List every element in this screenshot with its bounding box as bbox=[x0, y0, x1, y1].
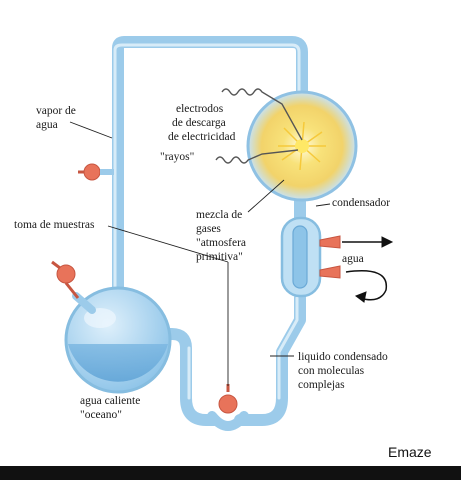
sampling-valve-upper bbox=[78, 163, 114, 181]
label-liquid-line3: complejas bbox=[298, 379, 345, 391]
label-rays: "rayos" bbox=[160, 151, 194, 163]
label-electrodes-line1: electrodos bbox=[176, 103, 224, 115]
label-gas-line1: mezcla de bbox=[196, 209, 242, 221]
label-vapor-line2: agua bbox=[36, 119, 58, 131]
bottom-bar bbox=[0, 466, 461, 480]
label-gas-line2: gases bbox=[196, 223, 221, 235]
water-flow-arrows bbox=[342, 236, 394, 303]
label-gas-line4: primitiva" bbox=[196, 251, 243, 263]
label-gas-line3: "atmosfera bbox=[196, 237, 246, 249]
side-arm bbox=[51, 260, 96, 314]
diagram-labels: vapor de agua electrodos de descarga de … bbox=[14, 103, 390, 421]
electrode-wires bbox=[215, 88, 303, 164]
watermark: Emaze bbox=[388, 444, 432, 460]
label-sampling: toma de muestras bbox=[14, 219, 95, 231]
label-water: agua bbox=[342, 253, 364, 265]
sampling-valve-trap bbox=[207, 384, 249, 431]
label-ocean-line2: "oceano" bbox=[80, 409, 122, 421]
tube-highlights bbox=[113, 43, 301, 400]
label-liquid-line2: con moleculas bbox=[298, 365, 365, 377]
spark-chamber-flask bbox=[246, 90, 358, 202]
leader-lines bbox=[69, 121, 331, 386]
label-electrodes-line2: de descarga bbox=[172, 117, 226, 129]
label-electrodes-line3: de electricidad bbox=[168, 131, 236, 143]
condenser bbox=[280, 216, 341, 298]
label-liquid-line1: liquido condensado bbox=[298, 351, 388, 363]
label-ocean-line1: agua caliente bbox=[80, 395, 140, 407]
label-vapor-line1: vapor de bbox=[36, 105, 76, 117]
label-condenser: condensador bbox=[332, 197, 390, 209]
